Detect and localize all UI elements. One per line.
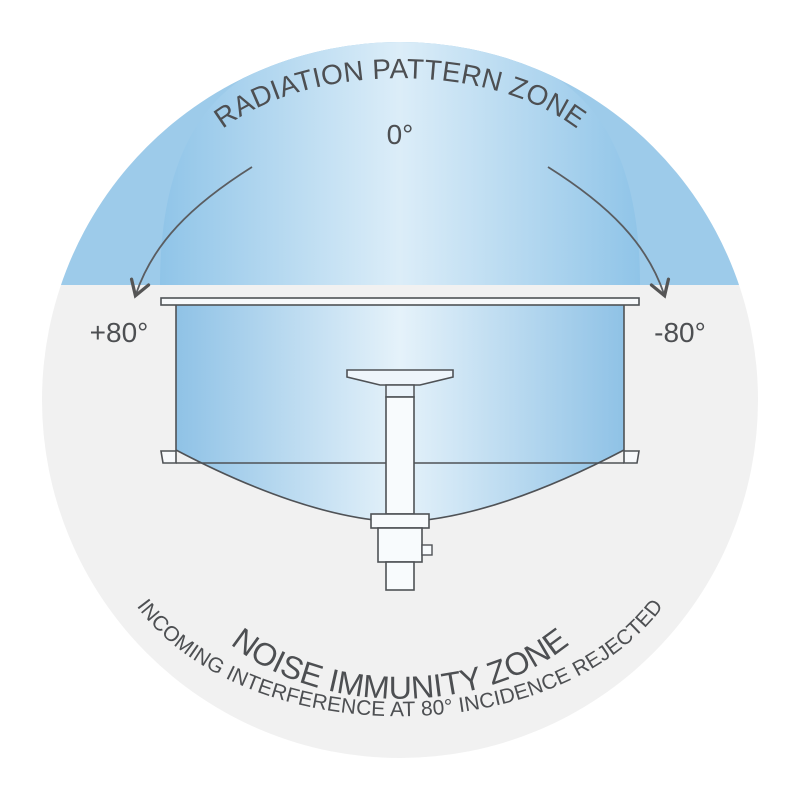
antenna-rim <box>160 297 640 306</box>
connector-body <box>377 527 423 563</box>
connector-flange <box>370 513 430 529</box>
right-arrow <box>547 166 671 299</box>
beam-highlight <box>160 42 640 285</box>
feed-stem <box>385 396 415 515</box>
feed-horn-plate <box>346 369 454 386</box>
feed-collar <box>385 384 415 398</box>
angle-right-label: -80° <box>654 317 706 348</box>
angle-zero-label: 0° <box>387 119 414 150</box>
right-foot <box>623 450 640 464</box>
connector-key <box>421 544 433 556</box>
antenna-device <box>160 297 640 591</box>
connector-tip <box>385 561 415 591</box>
angle-left-label: +80° <box>90 317 149 348</box>
left-foot <box>160 450 177 464</box>
left-arrow <box>129 166 253 299</box>
